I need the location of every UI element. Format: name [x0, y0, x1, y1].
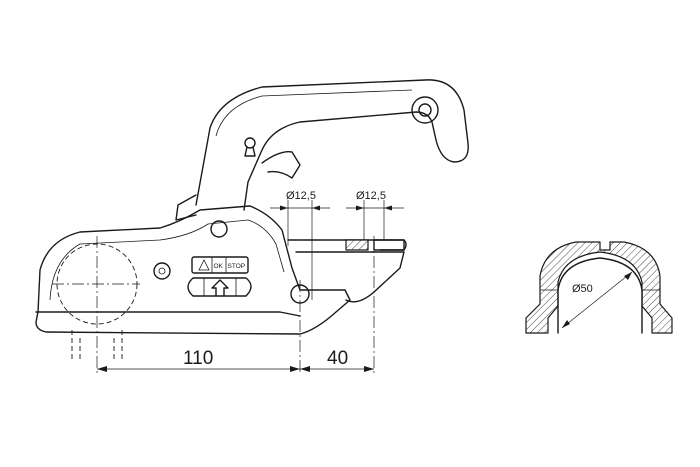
keyhole-icon: [244, 137, 256, 149]
housing-inner-curve: [49, 219, 285, 301]
lever-pivot-inner: [418, 103, 432, 117]
dim-hole1-label: Ø12,5: [286, 190, 316, 202]
indicator-stop-label: STOP: [228, 263, 246, 270]
dim-ball-arrow-left: [562, 320, 570, 328]
dimensions: Ø12,5 Ø12,5 110 40: [97, 190, 404, 372]
drawbar-lower: [295, 251, 405, 303]
dim-hole1-arrow-right: [312, 205, 320, 211]
dim-110-arrow-right: [290, 366, 300, 372]
section-bore: [557, 257, 643, 334]
indicator-rivet-inner: [158, 267, 166, 275]
safety-catch: [261, 151, 301, 179]
indicator-ok-label: OK: [214, 263, 224, 270]
dim-40-arrow-left: [300, 366, 310, 372]
drawbar-right-cap: [373, 239, 405, 251]
keyhole-slot: [244, 146, 256, 157]
indicator-slot: [187, 277, 252, 297]
dim-40-arrow-right: [364, 366, 374, 372]
dim-hole2-label: Ø12,5: [356, 190, 386, 202]
dim-40-label: 40: [327, 348, 348, 369]
lever-front-tab: [175, 194, 197, 221]
dim-hole2-arrow-left: [356, 205, 364, 211]
dim-ball-leader: [561, 271, 633, 329]
indicator-window: [203, 278, 237, 296]
lever-inner-edge: [215, 89, 413, 137]
drawbar-hatch-section: [345, 239, 369, 251]
section-shell: [525, 241, 673, 334]
warning-triangle-icon: [198, 259, 210, 271]
indicator-plate: [191, 256, 249, 274]
dim-hole1-arrow-left: [280, 205, 288, 211]
dim-110-arrow-left: [97, 366, 107, 372]
dim-ball-label: Ø50: [572, 283, 593, 295]
housing-outline: [35, 205, 351, 335]
housing-base-flange: [35, 311, 301, 317]
indicator-arrow-icon: [211, 279, 229, 297]
upper-bolt-hole: [210, 220, 228, 238]
dim-hole2-arrow-right: [384, 205, 392, 211]
coupling-side-view: OK STOP: [35, 79, 469, 375]
cross-section-view: Ø50: [525, 241, 673, 334]
lever-outline: [195, 79, 469, 211]
ball-neck-hidden: [71, 330, 123, 362]
dim-110-label: 110: [183, 348, 213, 369]
lever-pivot-outer: [411, 96, 439, 124]
dim-ball-arrow-right: [624, 272, 632, 280]
indicator-rivet-hole: [153, 262, 171, 280]
